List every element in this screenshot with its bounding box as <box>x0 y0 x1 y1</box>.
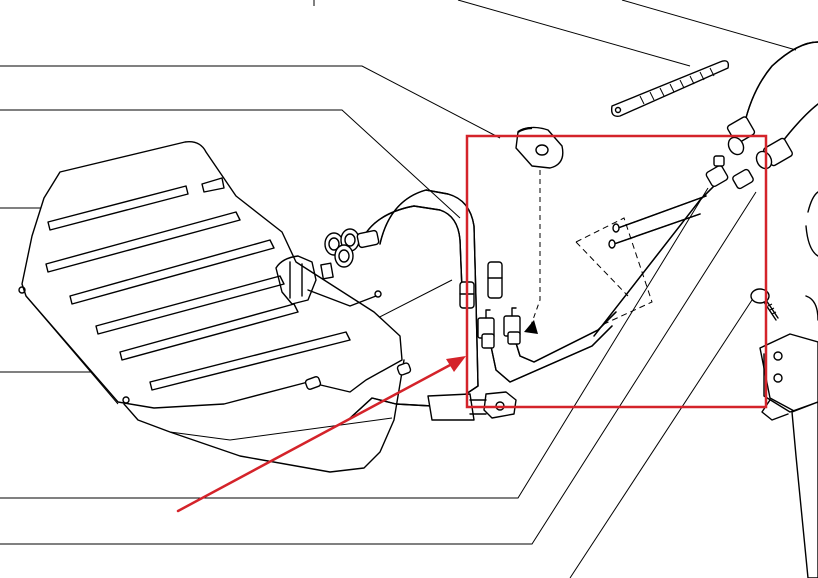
bracket <box>759 191 818 578</box>
dashed-zone <box>575 217 653 325</box>
pipe-end-fittings <box>324 228 380 268</box>
cable-tie <box>610 60 730 117</box>
callout-line-7 <box>569 299 753 578</box>
sender-unit <box>275 255 382 307</box>
cover-plate-underside <box>123 359 405 473</box>
inner-fuel-pipes <box>477 307 617 383</box>
cover-plate-underside-edge <box>169 417 393 441</box>
long-fuel-pipe <box>593 179 721 337</box>
cover-plate-hole-1 <box>18 286 26 294</box>
hose-union <box>427 391 517 421</box>
cover-plate-ribs <box>45 177 351 391</box>
cover-plate-flange <box>25 295 119 405</box>
dashed-assembly-arrow <box>524 170 541 334</box>
fuel-tank-cover-plate <box>18 141 412 473</box>
bolt <box>750 288 779 321</box>
cover-plate-slot-2 <box>396 362 412 376</box>
callout-line-5 <box>0 187 709 499</box>
callout-line-9 <box>621 0 797 51</box>
callout-line-8 <box>457 0 691 67</box>
pointer-arrow <box>176 356 466 513</box>
cover-plate-slot-1 <box>304 376 322 390</box>
grommet <box>515 126 564 169</box>
cable-tie-teeth <box>639 67 715 105</box>
cover-plate-hole-2 <box>122 396 130 404</box>
callout-line-2 <box>0 109 461 219</box>
pipe-stubs <box>608 195 707 249</box>
highlight-box <box>465 134 768 409</box>
hose-end-fittings <box>705 116 793 190</box>
callout-line-6 <box>0 191 757 545</box>
callout-line-1 <box>0 65 501 139</box>
